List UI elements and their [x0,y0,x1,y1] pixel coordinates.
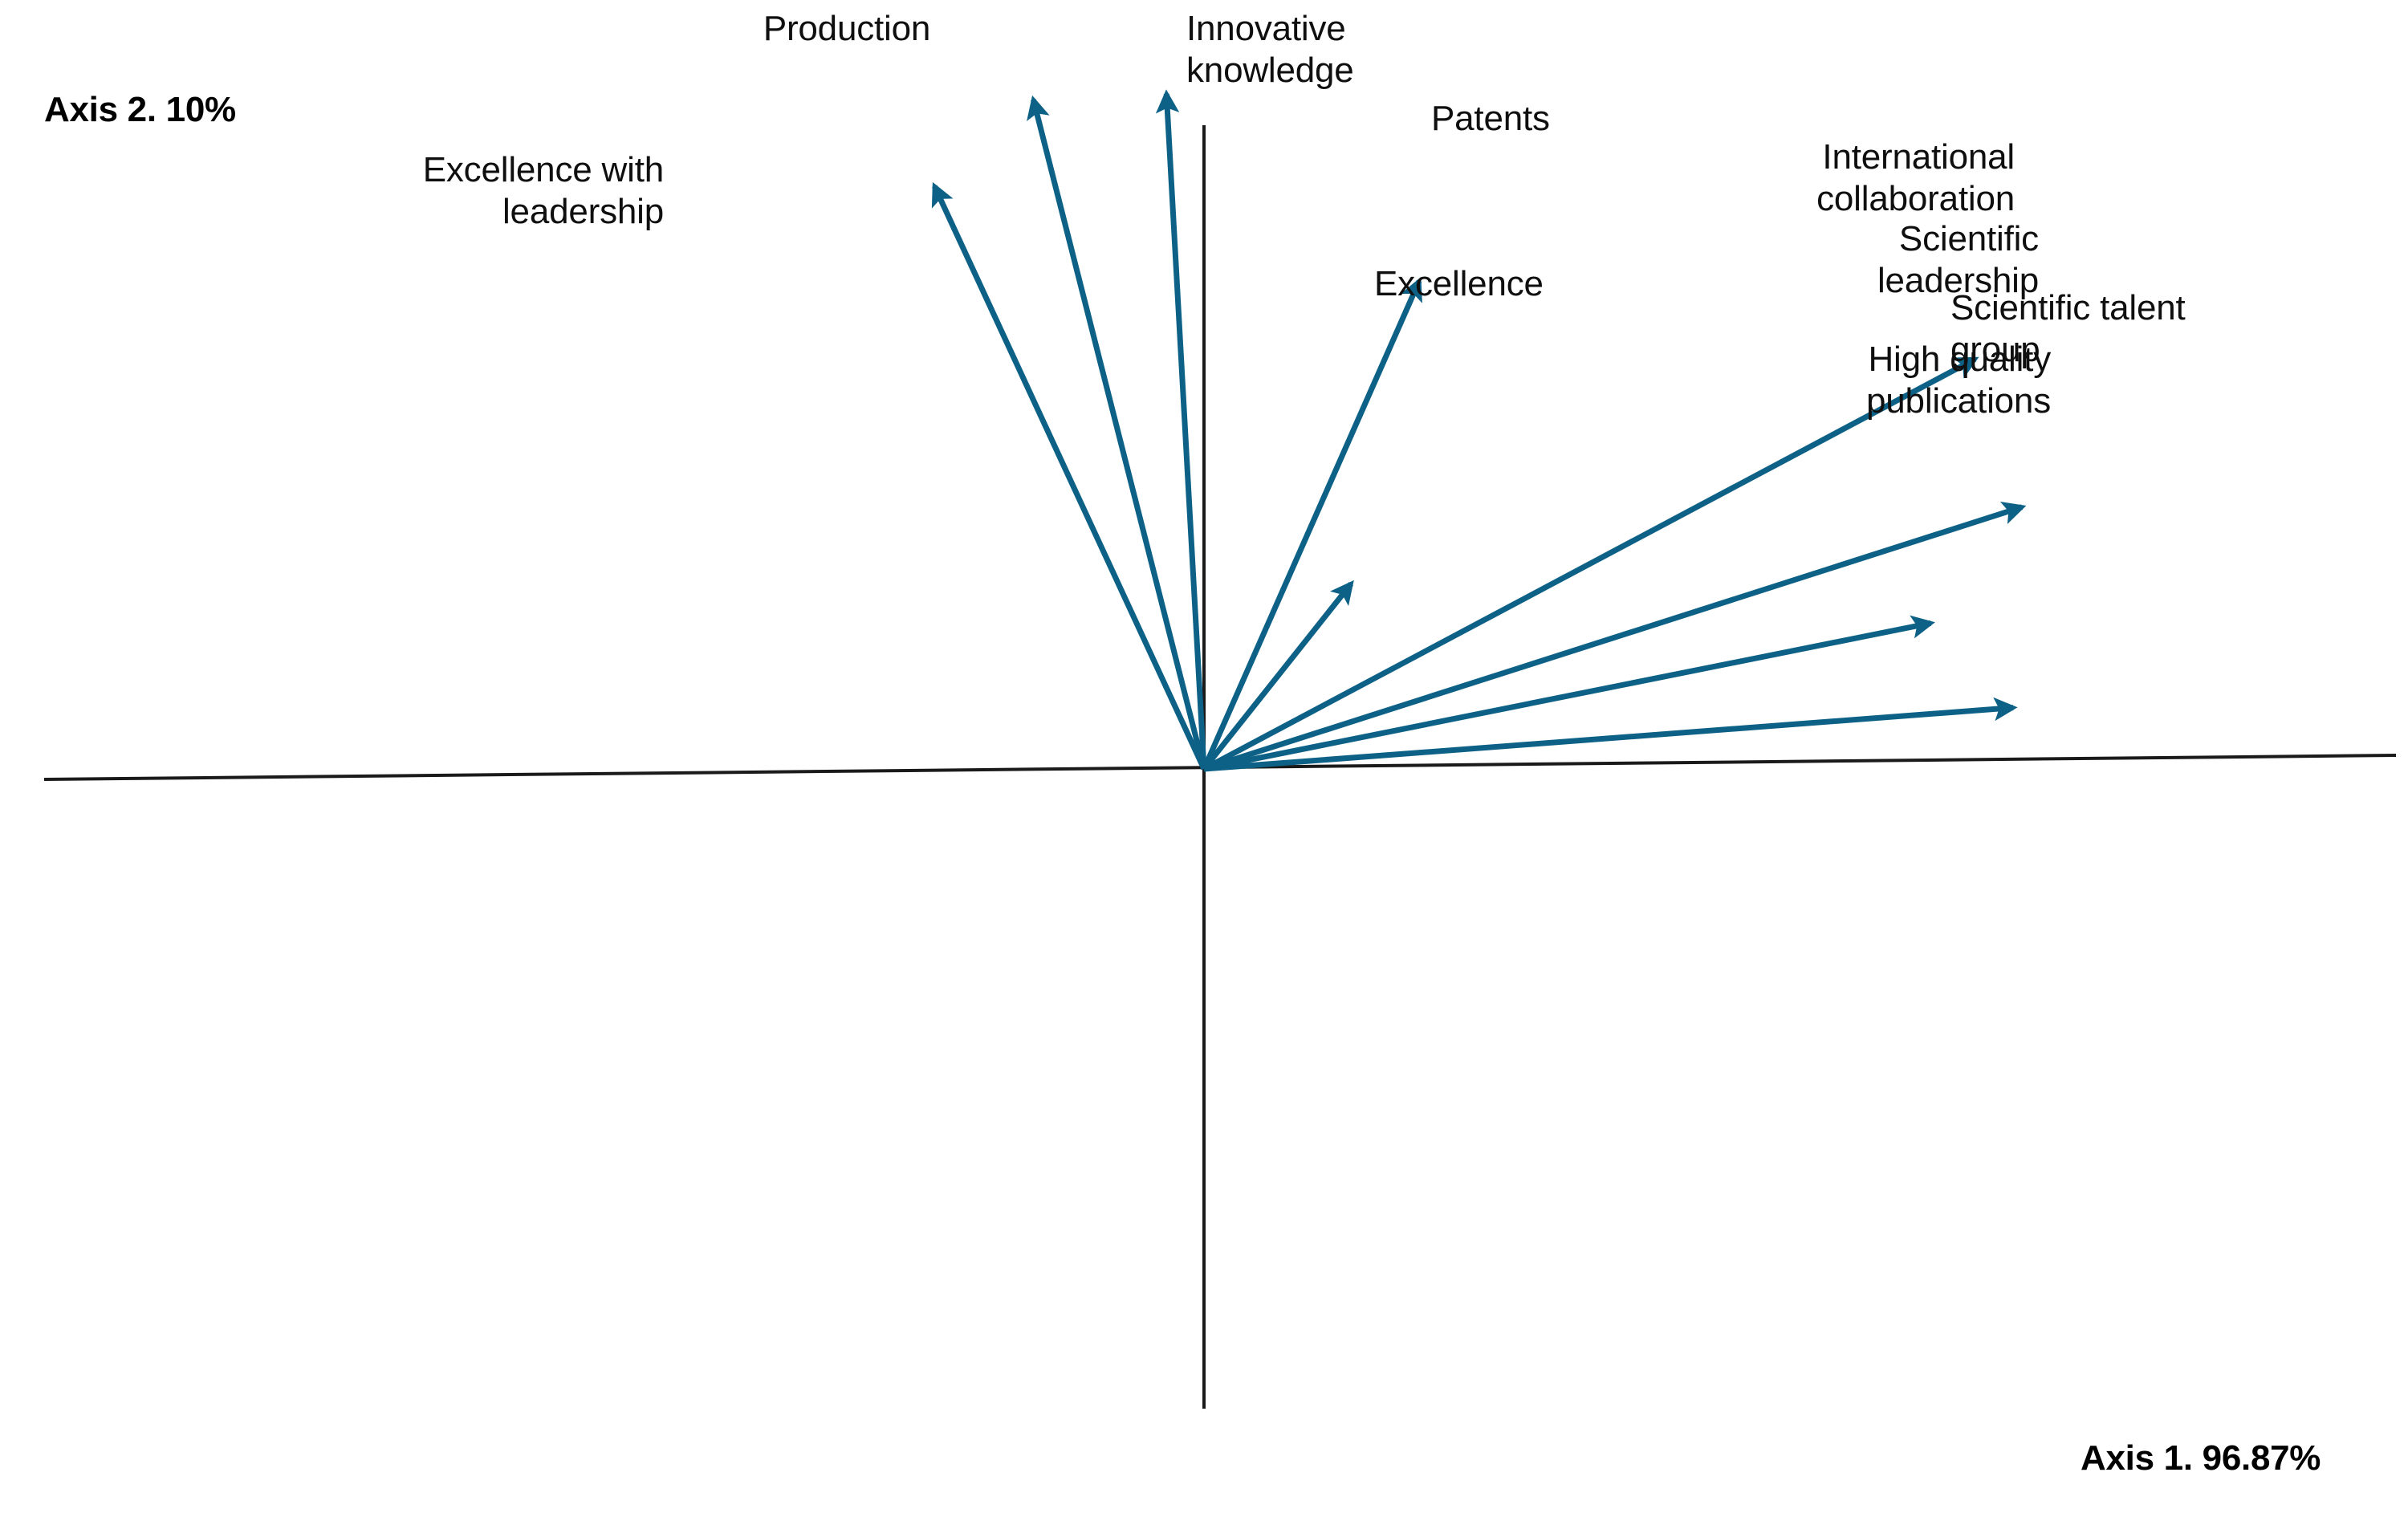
vector-label-scientific-leadership: Scientific leadership [1877,219,2039,300]
vector-arrow-excellence [1202,580,1354,771]
axis1-label: Axis 1. 96.87% [2081,1438,2321,1478]
vector-arrow-innovative-knowledge [1155,89,1207,770]
vector-arrow-high-quality-publications [1203,697,2018,772]
vector-label-production: Production [763,9,931,48]
vector-arrow-production [1027,95,1207,770]
vector-arrow-scientific-leadership [1202,501,2027,772]
vector-label-excellence-with-leadership: Excellence with leadership [422,150,664,231]
vector-arrow-patents [1201,277,1422,771]
vector-label-international-collaboration: International collaboration [1816,137,2015,218]
vector-arrows [931,89,2027,772]
vector-label-scientific-talent-group: Scientific talent group [1950,288,2186,369]
vector-label-high-quality-publications: High quality publications [1866,340,2051,421]
vector-arrow-scientific-talent-group [1203,615,1935,772]
vector-label-patents: Patents [1431,99,1550,138]
vector-arrow-international-collaboration [1202,356,1979,772]
vector-arrow-excellence-with-leadership [931,181,1207,771]
vector-label-excellence: Excellence [1374,264,1544,303]
vector-label-innovative-knowledge: Innovative knowledge [1186,9,1354,90]
axis2-label: Axis 2. 10% [44,90,236,129]
